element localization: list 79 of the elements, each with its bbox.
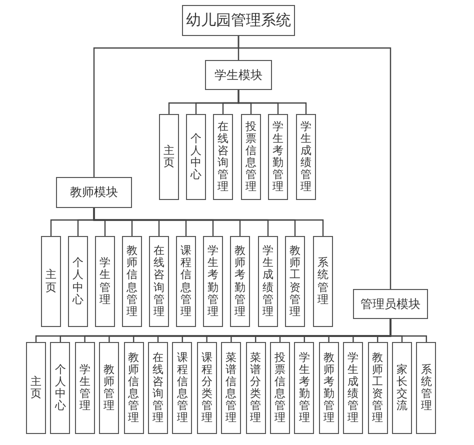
node-label: 主页 — [30, 376, 42, 400]
node-label: 学生成绩管理 — [262, 245, 274, 318]
node-label: 系统管理 — [318, 257, 328, 306]
node-label: 教师管理 — [104, 364, 115, 412]
node-label: 系统管理 — [420, 364, 432, 412]
connector-line — [238, 36, 392, 289]
function-box — [186, 114, 206, 200]
node-label: 学生管理 — [100, 257, 110, 306]
function-box — [148, 342, 168, 434]
function-box — [268, 114, 288, 200]
connector-line — [238, 90, 307, 114]
function-box — [270, 342, 290, 434]
node-label: 教师考勤管理 — [323, 352, 334, 424]
module-box — [353, 289, 428, 319]
node-label: 在线咨询管理 — [218, 120, 228, 194]
function-box — [203, 236, 223, 327]
node-label: 学生管理 — [79, 364, 90, 412]
function-box — [74, 342, 95, 434]
function-box — [392, 342, 412, 434]
node-label: 学生成绩管理 — [300, 120, 312, 194]
function-box — [99, 342, 120, 434]
node-label: 教师信息管理 — [128, 352, 140, 424]
function-box — [416, 342, 436, 434]
function-box — [176, 236, 196, 327]
node-label: 个人中心 — [72, 257, 84, 306]
node-label: 菜谱信息管理 — [226, 352, 237, 424]
function-box — [41, 236, 61, 327]
node-label: 家长交流 — [396, 364, 408, 412]
function-box — [241, 114, 261, 200]
node-label: 学生考勤管理 — [208, 245, 218, 318]
node-label: 主页 — [164, 144, 174, 170]
module-box — [205, 60, 272, 90]
node-label: 学生考勤管理 — [272, 120, 284, 194]
node-label: 学生模块 — [214, 66, 262, 84]
node-label: 菜谱分类管理 — [250, 352, 262, 424]
node-label: 幼儿园管理系统 — [186, 11, 291, 30]
node-label: 课程信息管理 — [176, 352, 188, 424]
node-label: 教师工资管理 — [372, 352, 384, 424]
function-box — [343, 342, 364, 434]
function-box — [50, 342, 70, 434]
function-box — [149, 236, 169, 327]
function-box — [124, 342, 144, 434]
node-label: 教师工资管理 — [290, 245, 300, 318]
function-box — [159, 114, 179, 200]
function-box — [95, 236, 115, 327]
function-box — [285, 236, 305, 327]
connector-line — [390, 319, 427, 342]
module-box — [56, 177, 132, 208]
function-box — [68, 236, 88, 327]
function-box — [196, 342, 217, 434]
node-label: 主页 — [46, 269, 56, 294]
node-label: 在线咨询管理 — [154, 245, 164, 318]
function-box — [318, 342, 339, 434]
function-box — [213, 114, 233, 200]
node-label: 课程信息管理 — [180, 245, 192, 318]
node-label: 管理员模块 — [360, 296, 420, 312]
function-box — [221, 342, 242, 434]
function-box — [294, 342, 314, 434]
module-box — [182, 5, 295, 36]
node-label: 学生成绩管理 — [348, 352, 359, 424]
node-label: 教师考勤管理 — [234, 245, 246, 318]
node-label: 投票信息管理 — [246, 120, 256, 194]
function-box — [258, 236, 278, 327]
function-box — [246, 342, 266, 434]
node-label: 教师信息管理 — [126, 245, 138, 318]
node-label: 课程分类管理 — [201, 352, 212, 424]
function-box — [230, 236, 250, 327]
node-label: 个人中心 — [190, 132, 202, 182]
function-box — [313, 236, 333, 327]
node-label: 教师模块 — [70, 184, 118, 201]
function-box — [172, 342, 192, 434]
function-box — [26, 342, 46, 434]
node-label: 个人中心 — [54, 364, 66, 412]
function-box — [296, 114, 316, 200]
node-label: 在线咨询管理 — [152, 352, 164, 424]
function-box — [122, 236, 142, 327]
node-label: 投票信息管理 — [274, 352, 286, 424]
function-box — [368, 342, 388, 434]
node-label: 学生考勤管理 — [298, 352, 310, 424]
